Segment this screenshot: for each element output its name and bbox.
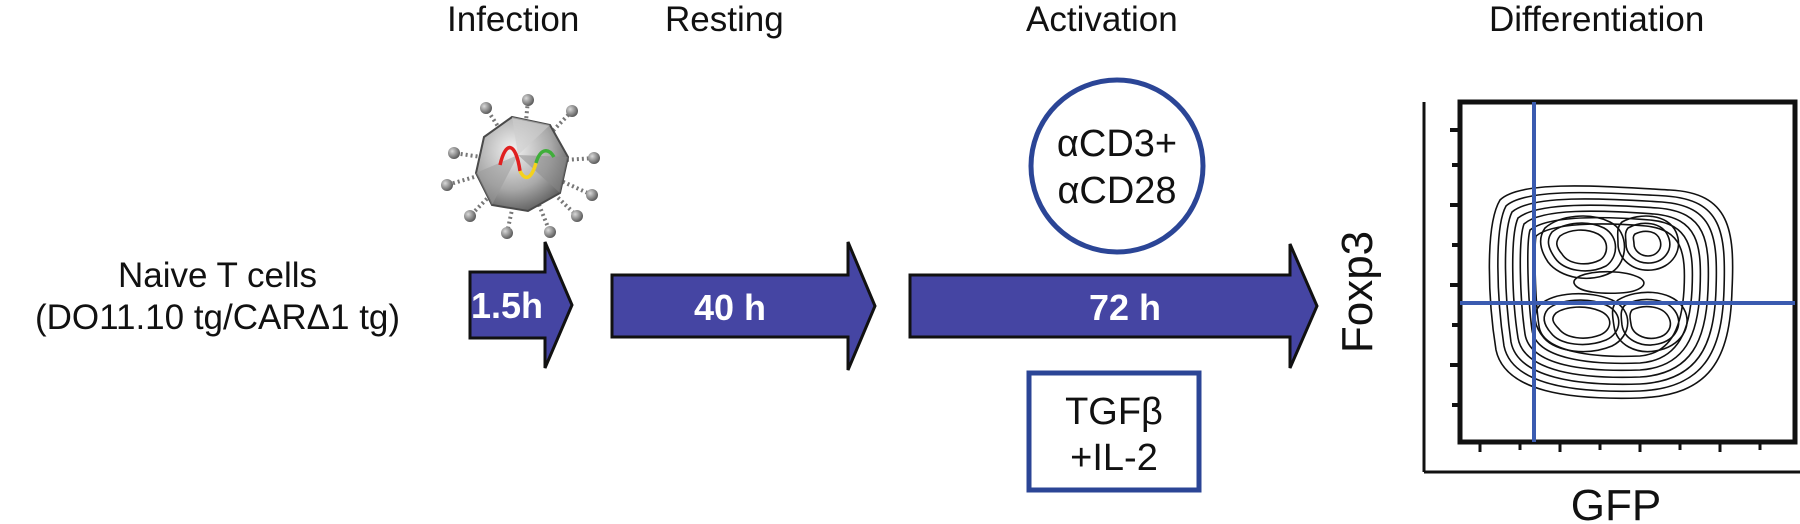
y-axis-ticks [1450, 128, 1462, 407]
cell-description-line1: Naive T cells [117, 256, 318, 295]
contour-lines [1488, 185, 1734, 400]
infection-duration-label: 1.5h [471, 285, 543, 326]
plot-frame [1457, 99, 1798, 445]
stage-label-activation: Activation [1026, 0, 1178, 39]
cell-description-line2: (DO11.10 tg/CARΔ1 tg) [34, 298, 401, 337]
activation-duration-label: 72 h [1089, 287, 1161, 328]
activation-arrow: 72 h [908, 243, 1319, 369]
resting-duration-label: 40 h [694, 287, 766, 328]
infection-arrow: 1.5h [468, 241, 574, 369]
flow-cytometry-plot: Foxp3 GFP [1333, 99, 1800, 524]
cytokine-line1: TGFβ [1065, 391, 1163, 433]
x-axis-ticks [1478, 440, 1762, 452]
x-axis-label: GFP [1571, 481, 1661, 524]
activation-stimulus-circle: αCD3+ αCD28 [1028, 77, 1206, 255]
cell-description: Naive T cells (DO11.10 tg/CARΔ1 tg) [0, 255, 435, 339]
activation-stimulus-line1: αCD3+ [1057, 123, 1177, 165]
resting-arrow: 40 h [610, 241, 877, 371]
cytokine-line2: +IL-2 [1070, 437, 1158, 479]
stage-label-differentiation: Differentiation [1489, 0, 1705, 39]
cytokine-box: TGFβ +IL-2 [1026, 370, 1202, 493]
stage-label-resting: Resting [665, 0, 784, 39]
y-axis-label: Foxp3 [1333, 231, 1382, 353]
activation-stimulus-line2: αCD28 [1057, 170, 1176, 212]
stage-label-infection: Infection [447, 0, 580, 39]
virus-particle-icon [441, 94, 600, 239]
